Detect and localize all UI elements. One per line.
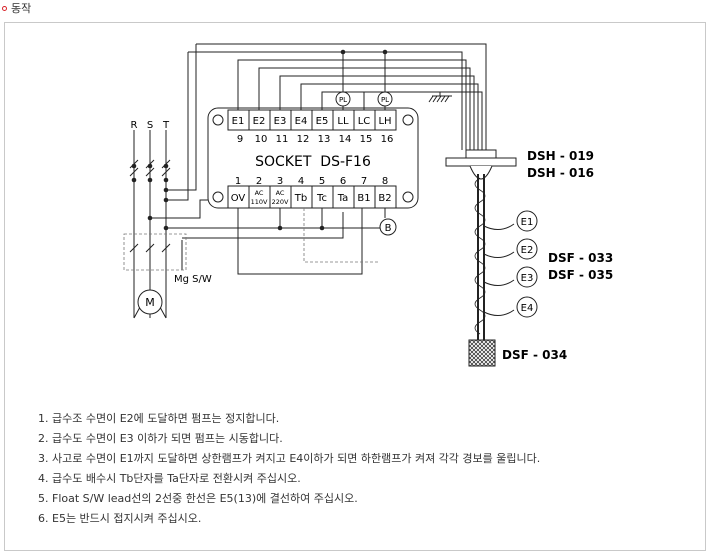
pin-7: 7 [361, 176, 367, 187]
pin-14: 14 [339, 134, 352, 145]
mg-switch-box [123, 233, 187, 271]
terminal-e5: E5 [316, 116, 329, 127]
buzzer-label: B [385, 223, 392, 234]
lamp-low-icon [335, 91, 351, 107]
socket-outline [207, 107, 419, 209]
lamp-high-icon [377, 91, 393, 107]
electrode-label-2: DSF - 035 [548, 268, 613, 282]
pin-13: 13 [318, 134, 331, 145]
electrode-e3: E3 [521, 273, 534, 284]
socket-mount-hole-left [212, 114, 224, 126]
pin-5: 5 [319, 176, 325, 187]
buzzer-icon [379, 218, 397, 236]
float-switch-icon [468, 339, 496, 367]
terminal-ac220-line1: AC [276, 189, 285, 197]
terminal-b2: B2 [378, 193, 391, 204]
terminal-lh: LH [378, 116, 391, 127]
terminal-ac220-line2: 220V [272, 198, 289, 206]
pin-2: 2 [256, 176, 262, 187]
mg-switch-label: Mg S/W [174, 274, 212, 285]
phase-label-t: T [162, 120, 170, 131]
pin-11: 11 [276, 134, 289, 145]
pin-8: 8 [382, 176, 388, 187]
terminal-ov: OV [231, 193, 246, 204]
electrode-e4: E4 [521, 303, 534, 314]
terminal-ac110-line2: 110V [251, 198, 268, 206]
note-item: 3. 사고로 수면이 E1까지 도달하면 상한램프가 켜지고 E4이하가 되면 … [38, 452, 541, 465]
bullet-icon [2, 5, 7, 11]
terminal-ta: Ta [337, 193, 349, 204]
socket-mount-hole-right [402, 114, 414, 126]
content-frame [4, 22, 706, 551]
terminal-tb: Tb [294, 193, 307, 204]
lamp-high-label: PL [381, 96, 389, 104]
pin-3: 3 [277, 176, 283, 187]
socket-title: SOCKET DS-F16 [255, 154, 371, 170]
pin-4: 4 [298, 176, 304, 187]
terminal-e3: E3 [274, 116, 287, 127]
terminal-ll: LL [337, 116, 349, 127]
note-item: 1. 급수조 수면이 E2에 도달하면 펌프는 정지합니다. [38, 412, 280, 425]
terminal-b1: B1 [357, 193, 370, 204]
section-header: 동작 [0, 0, 31, 16]
holder-label-1: DSH - 019 [527, 149, 594, 163]
motor-label: M [145, 296, 155, 309]
pin-1: 1 [235, 176, 241, 187]
note-item: 2. 급수도 수면이 E3 이하가 되면 펌프는 시동합니다. [38, 432, 283, 445]
phase-label-s: S [147, 120, 153, 131]
motor-icon [137, 289, 163, 315]
terminal-e4: E4 [295, 116, 308, 127]
pin-6: 6 [340, 176, 346, 187]
lamp-low-label: PL [339, 96, 347, 104]
float-label: DSF - 034 [502, 348, 567, 362]
pin-9: 9 [237, 134, 243, 145]
phase-label-r: R [131, 120, 138, 131]
terminal-e2: E2 [253, 116, 266, 127]
pin-10: 10 [255, 134, 268, 145]
note-item: 6. E5는 반드시 접지시켜 주십시오. [38, 512, 202, 525]
holder-label-2: DSH - 016 [527, 166, 594, 180]
terminal-e1: E1 [232, 116, 245, 127]
probe-holder [445, 149, 517, 167]
note-item: 5. Float S/W lead선의 2선중 한선은 E5(13)에 결선하여… [38, 492, 358, 505]
pin-16: 16 [381, 134, 394, 145]
pin-12: 12 [297, 134, 310, 145]
electrode-label-1: DSF - 033 [548, 251, 613, 265]
pin-15: 15 [360, 134, 373, 145]
terminal-ac110-line1: AC [255, 189, 264, 197]
socket-mount-hole-left-bottom [212, 191, 224, 203]
notes-list: 1. 급수조 수면이 E2에 도달하면 펌프는 정지합니다. 2. 급수도 수면… [38, 409, 540, 529]
terminal-tc: Tc [316, 193, 327, 204]
terminal-lc: LC [358, 116, 371, 127]
socket-mount-hole-right-bottom [402, 191, 414, 203]
electrode-e1: E1 [521, 217, 534, 228]
section-title: 동작 [11, 2, 32, 15]
electrode-e2: E2 [521, 245, 534, 256]
note-item: 4. 급수도 배수시 Tb단자를 Ta단자로 전환시켜 주십시오. [38, 472, 301, 485]
